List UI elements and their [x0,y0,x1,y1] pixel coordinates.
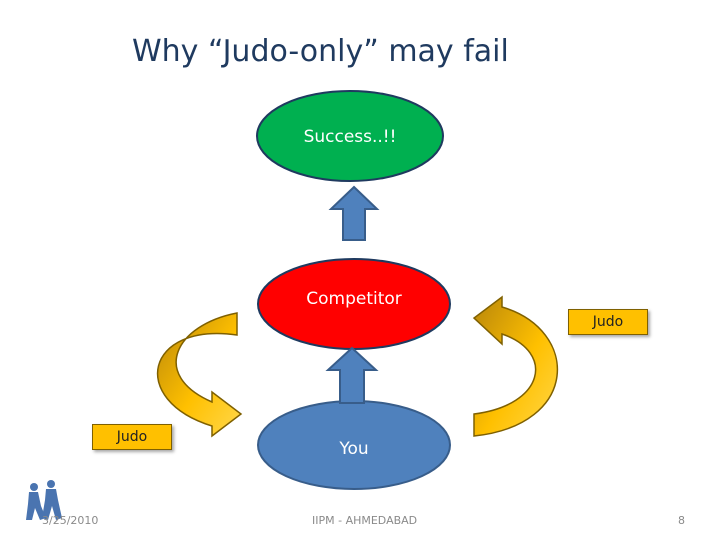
footer-date: 3/25/2010 [42,514,99,527]
success-label: Success..!! [303,127,397,147]
competitor-label: Competitor [306,289,402,309]
footer-center-text: IIPM - AHMEDABAD [312,514,418,527]
success-node [256,90,444,182]
right-curved-arrow [472,295,559,437]
up-arrow-to-success [328,185,380,241]
slide-title: Why “Judo-only” may fail [132,34,509,69]
judo-tag-left: Judo [92,424,172,450]
left-curved-arrow [157,312,243,438]
footer-page-number: 8 [678,514,685,527]
judo-tag-right: Judo [568,309,648,335]
judo-figures-logo [26,480,62,520]
you-label: You [339,439,369,459]
up-arrow-to-competitor [325,346,379,404]
